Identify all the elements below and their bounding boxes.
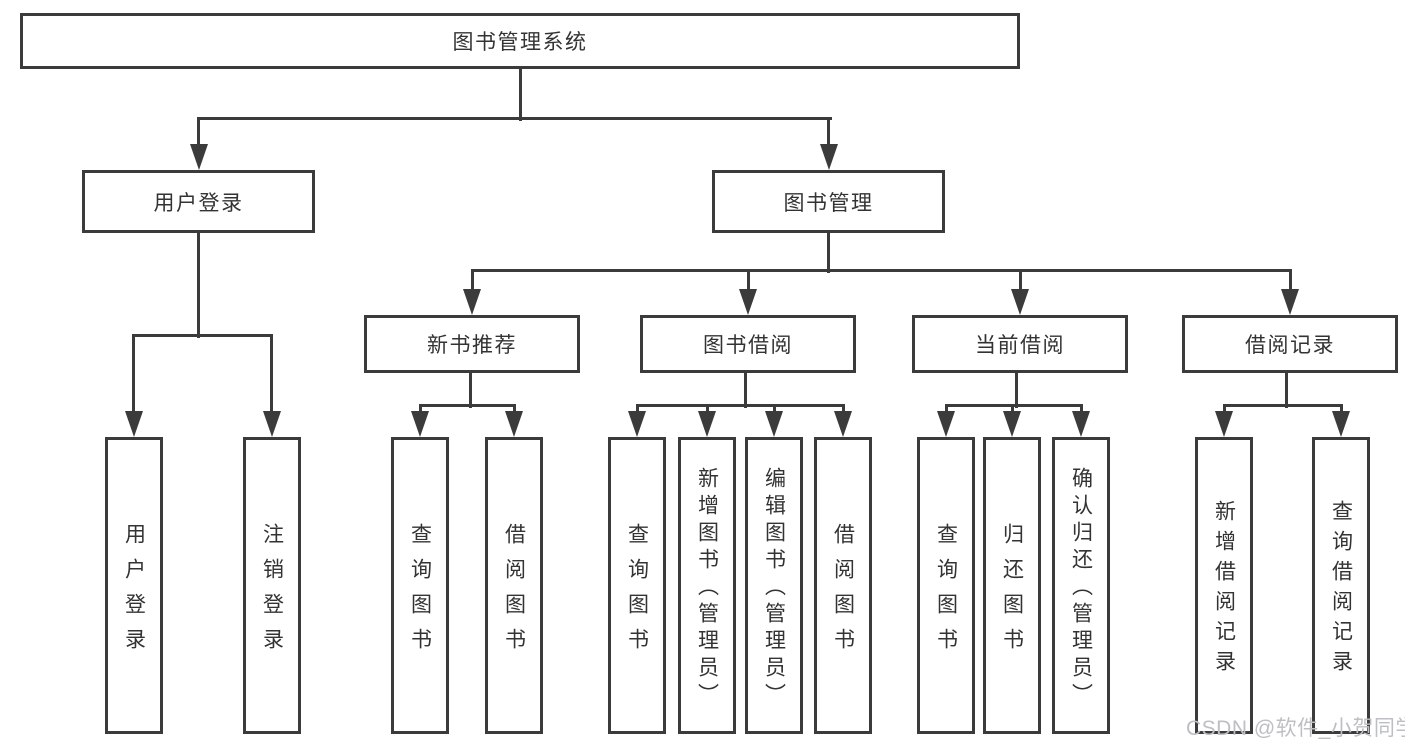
leaf-logout-label: 注销登录 — [260, 522, 284, 663]
connector-arrow-shaft — [827, 120, 830, 144]
connector-arrow-shaft — [705, 406, 709, 411]
arrowhead-down-icon — [124, 411, 143, 437]
node-user-login: 用户登录 — [82, 170, 315, 233]
leaf-query-books-recommend-label: 查询图书 — [408, 522, 432, 663]
node-library-management-system: 图书管理系统 — [20, 13, 1020, 69]
connector-vertical-line — [1284, 373, 1288, 408]
leaf-borrow-books-recommend-label: 借阅图书 — [502, 522, 526, 663]
arrowhead-down-icon — [189, 144, 208, 170]
node-library-management-system-label: 图书管理系统 — [452, 31, 588, 54]
leaf-confirm-return-admin-label: 确认归还（管理员） — [1069, 467, 1093, 710]
connector-horizontal-line — [1222, 403, 1343, 407]
leaf-add-books-admin-label: 新增图书（管理员） — [695, 467, 719, 710]
connector-arrow-shaft — [1288, 271, 1292, 289]
leaf-query-books-borrowing: 查询图书 — [608, 437, 666, 734]
connector-vertical-line — [518, 69, 522, 121]
arrowhead-down-icon — [463, 289, 481, 315]
leaf-borrow-books-borrowing: 借阅图书 — [814, 437, 872, 734]
arrowhead-down-icon — [1332, 411, 1350, 437]
node-book-borrowing-label: 图书借阅 — [703, 334, 793, 357]
leaf-logout: 注销登录 — [243, 437, 301, 734]
connector-horizontal-line — [944, 403, 1083, 407]
arrowhead-down-icon — [698, 411, 716, 437]
leaf-confirm-return-admin: 确认归还（管理员） — [1052, 437, 1110, 734]
leaf-add-borrow-record: 新增借阅记录 — [1195, 437, 1253, 734]
leaf-borrow-books-borrowing-label: 借阅图书 — [831, 522, 855, 663]
connector-arrow-shaft — [1079, 406, 1083, 411]
arrowhead-down-icon — [1281, 289, 1299, 315]
arrowhead-down-icon — [834, 411, 852, 437]
connector-vertical-line — [743, 373, 747, 408]
arrowhead-down-icon — [505, 411, 523, 437]
connector-arrow-shaft — [944, 406, 948, 411]
connector-horizontal-line — [470, 268, 1292, 272]
leaf-borrow-books-recommend: 借阅图书 — [485, 437, 543, 734]
arrowhead-down-icon — [628, 411, 646, 437]
connector-horizontal-line — [132, 333, 273, 337]
arrowhead-down-icon — [1072, 411, 1090, 437]
node-current-borrowing-label: 当前借阅 — [975, 334, 1065, 357]
node-borrowing-records: 借阅记录 — [1182, 315, 1398, 373]
leaf-query-books-borrowing-label: 查询图书 — [625, 522, 649, 663]
connector-arrow-shaft — [470, 271, 474, 289]
leaf-edit-books-admin: 编辑图书（管理员） — [745, 437, 803, 734]
arrowhead-down-icon — [1011, 289, 1029, 315]
arrowhead-down-icon — [765, 411, 783, 437]
connector-arrow-shaft — [132, 336, 135, 411]
connector-vertical-line — [468, 373, 472, 408]
arrowhead-down-icon — [411, 411, 429, 437]
connector-vertical-line — [1014, 373, 1018, 408]
leaf-edit-books-admin-label: 编辑图书（管理员） — [762, 467, 786, 710]
leaf-add-borrow-record-label: 新增借阅记录 — [1212, 500, 1236, 680]
arrowhead-down-icon — [937, 411, 955, 437]
connector-vertical-line — [197, 233, 200, 338]
connector-arrow-shaft — [1339, 406, 1343, 411]
node-book-borrowing: 图书借阅 — [640, 315, 856, 373]
arrowhead-down-icon — [819, 144, 838, 170]
arrowhead-down-icon — [262, 411, 281, 437]
connector-arrow-shaft — [512, 406, 516, 411]
connector-arrow-shaft — [841, 406, 845, 411]
leaf-user-login-label: 用户登录 — [122, 522, 146, 663]
node-new-book-recommendation-label: 新书推荐 — [427, 334, 517, 357]
node-book-management-label: 图书管理 — [783, 191, 874, 215]
leaf-return-books-label: 归还图书 — [1000, 522, 1024, 663]
connector-arrow-shaft — [635, 406, 639, 411]
connector-horizontal-line — [418, 403, 516, 407]
connector-arrow-shaft — [197, 120, 200, 144]
connector-horizontal-line — [197, 117, 832, 120]
arrowhead-down-icon — [1215, 411, 1233, 437]
leaf-query-borrow-record: 查询借阅记录 — [1312, 437, 1370, 734]
connector-arrow-shaft — [772, 406, 776, 411]
leaf-query-books-recommend: 查询图书 — [391, 437, 449, 734]
node-new-book-recommendation: 新书推荐 — [364, 315, 580, 373]
connector-arrow-shaft — [746, 271, 750, 289]
leaf-query-books-current: 查询图书 — [917, 437, 975, 734]
node-borrowing-records-label: 借阅记录 — [1245, 334, 1335, 357]
csdn-watermark: CSDN @软件_小贺同学 — [1186, 717, 1405, 740]
node-book-management: 图书管理 — [712, 170, 945, 233]
connector-arrow-shaft — [418, 406, 422, 411]
node-current-borrowing: 当前借阅 — [912, 315, 1128, 373]
connector-arrow-shaft — [1010, 406, 1014, 411]
connector-arrow-shaft — [1222, 406, 1226, 411]
connector-arrow-shaft — [1018, 271, 1022, 289]
leaf-query-books-current-label: 查询图书 — [934, 522, 958, 663]
leaf-query-borrow-record-label: 查询借阅记录 — [1329, 500, 1353, 680]
connector-vertical-line — [827, 233, 830, 273]
connector-horizontal-line — [635, 403, 845, 407]
leaf-add-books-admin: 新增图书（管理员） — [678, 437, 736, 734]
leaf-user-login: 用户登录 — [105, 437, 163, 734]
arrowhead-down-icon — [1003, 411, 1021, 437]
leaf-return-books: 归还图书 — [983, 437, 1041, 734]
node-user-login-label: 用户登录 — [153, 191, 244, 215]
connector-arrow-shaft — [270, 336, 273, 411]
arrowhead-down-icon — [739, 289, 757, 315]
